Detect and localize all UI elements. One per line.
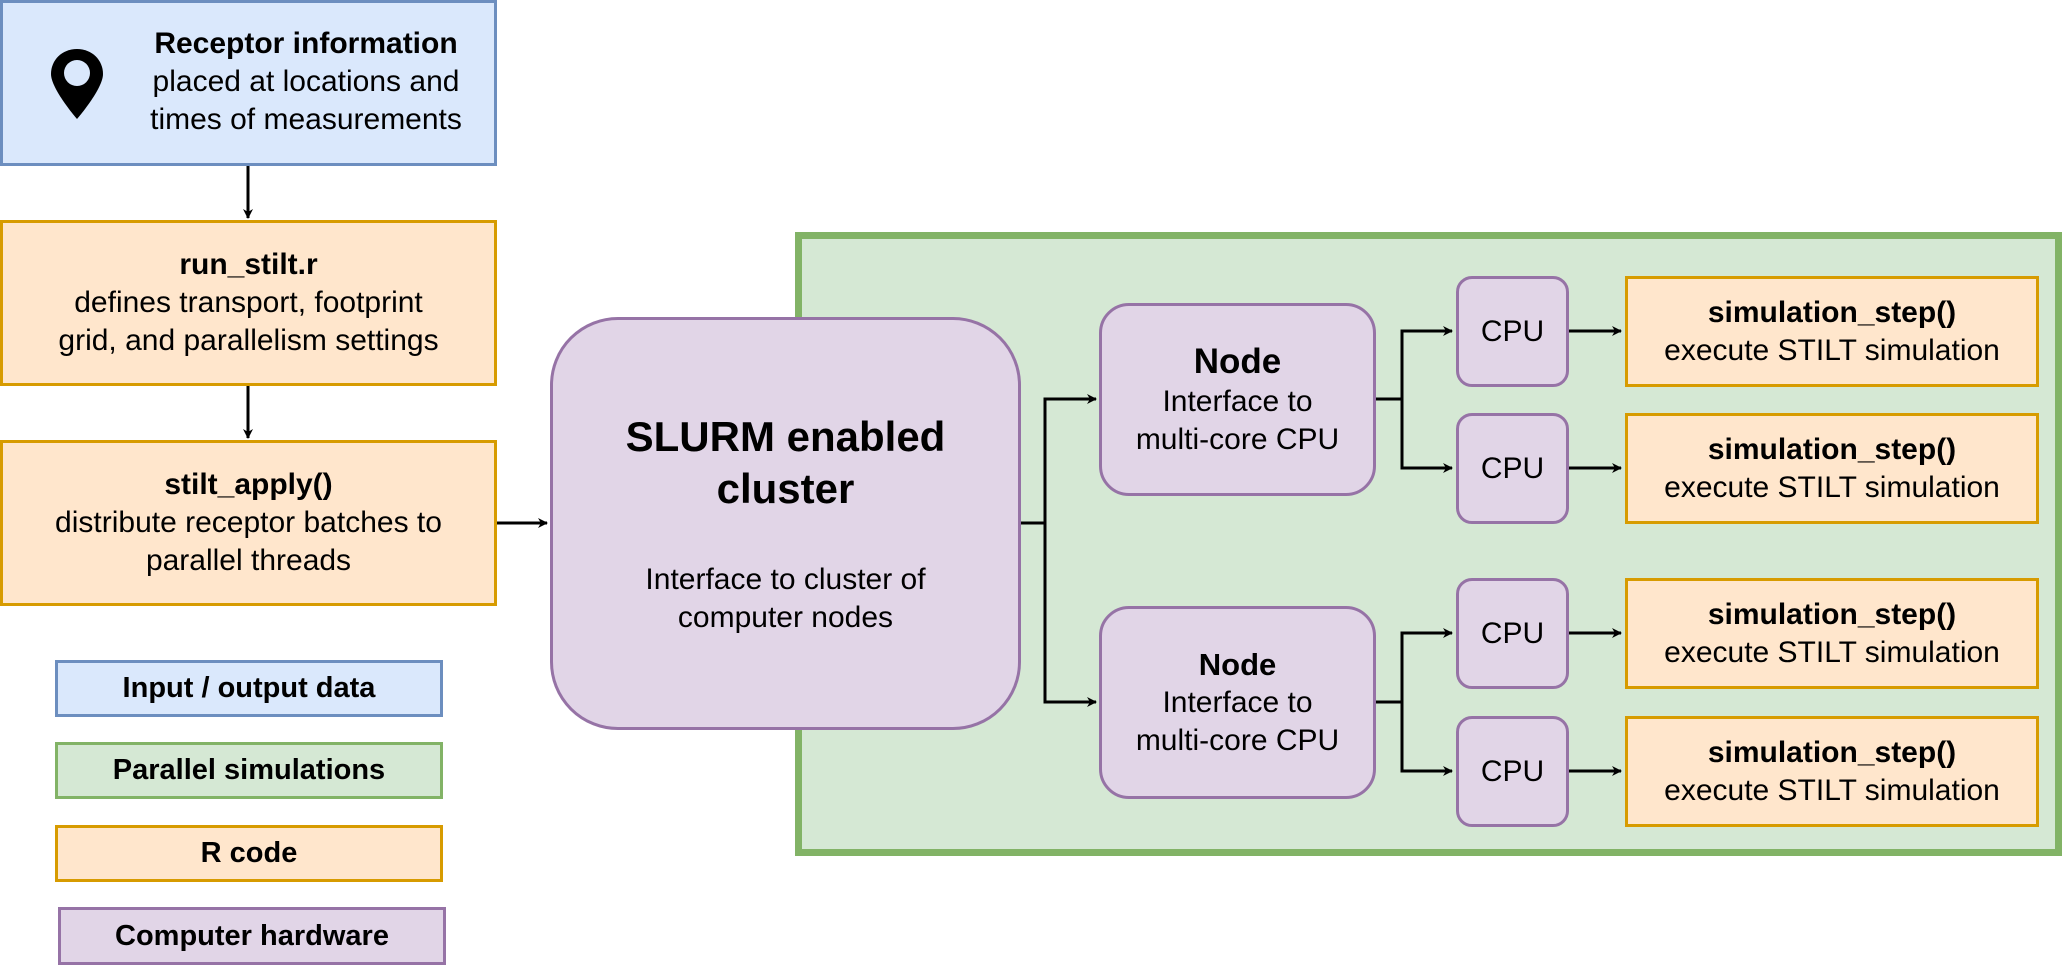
cpu-box: CPU bbox=[1456, 276, 1569, 387]
cluster-desc-line1: Interface to cluster of bbox=[645, 562, 926, 596]
cluster-desc-line2: computer nodes bbox=[677, 600, 894, 634]
node-desc-line1: Interface to bbox=[1162, 685, 1313, 719]
arrow-cluster-to-node2 bbox=[1043, 523, 1097, 707]
cpu-box: CPU bbox=[1456, 413, 1569, 524]
legend-computer-hardware: Computer hardware bbox=[58, 907, 446, 965]
node-box: Node Interface to multi-core CPU bbox=[1099, 606, 1376, 799]
run-stilt-desc-line1: defines transport, footprint bbox=[74, 286, 423, 319]
stilt-apply-title: stilt_apply() bbox=[164, 468, 333, 501]
slurm-cluster-box: SLURM enabled cluster Interface to clust… bbox=[550, 317, 1021, 730]
arrow-node1-to-cpu2 bbox=[1400, 399, 1453, 473]
run-stilt-title: run_stilt.r bbox=[179, 248, 318, 281]
stilt-apply-desc-line1: distribute receptor batches to bbox=[55, 506, 442, 539]
run-stilt-desc-line2: grid, and parallelism settings bbox=[58, 324, 439, 357]
legend-r-code: R code bbox=[55, 825, 443, 882]
receptor-desc-line2: times of measurements bbox=[150, 103, 462, 136]
simulation-step-desc: execute STILT simulation bbox=[1664, 635, 2000, 669]
node-box: Node Interface to multi-core CPU bbox=[1099, 303, 1376, 496]
simulation-step-desc: execute STILT simulation bbox=[1664, 333, 2000, 367]
cluster-title-line2: cluster bbox=[716, 464, 855, 512]
arrow-node1-to-cpu1 bbox=[1375, 326, 1453, 401]
node-desc-line1: Interface to bbox=[1162, 384, 1313, 418]
simulation-step-title: simulation_step() bbox=[1707, 432, 1957, 466]
map-pin-icon bbox=[49, 47, 105, 121]
stilt-apply-desc-line2: parallel threads bbox=[145, 544, 352, 577]
receptor-desc-line1: placed at locations and bbox=[152, 65, 460, 98]
simulation-step-title: simulation_step() bbox=[1707, 735, 1957, 769]
legend-parallel-simulations: Parallel simulations bbox=[55, 742, 443, 799]
node-desc-line2: multi-core CPU bbox=[1135, 422, 1340, 456]
receptor-information-box: Receptor information placed at locations… bbox=[0, 0, 497, 166]
simulation-step-box: simulation_step() execute STILT simulati… bbox=[1625, 276, 2039, 387]
arrow-cluster-to-node1 bbox=[1021, 394, 1097, 525]
cluster-title-line1: SLURM enabled bbox=[625, 412, 946, 460]
simulation-step-desc: execute STILT simulation bbox=[1664, 470, 2000, 504]
node-title: Node bbox=[1193, 341, 1282, 381]
simulation-step-title: simulation_step() bbox=[1707, 597, 1957, 631]
stilt-apply-box: stilt_apply() distribute receptor batche… bbox=[0, 440, 497, 606]
legend-input-output: Input / output data bbox=[55, 660, 443, 717]
simulation-step-box: simulation_step() execute STILT simulati… bbox=[1625, 716, 2039, 827]
simulation-step-title: simulation_step() bbox=[1707, 295, 1957, 329]
cpu-box: CPU bbox=[1456, 716, 1569, 827]
simulation-step-box: simulation_step() execute STILT simulati… bbox=[1625, 413, 2039, 524]
node-title: Node bbox=[1198, 646, 1277, 682]
arrow-node2-to-cpu4 bbox=[1400, 702, 1453, 776]
cpu-box: CPU bbox=[1456, 578, 1569, 689]
node-desc-line2: multi-core CPU bbox=[1135, 723, 1340, 757]
receptor-title: Receptor information bbox=[154, 27, 458, 60]
run-stilt-box: run_stilt.r defines transport, footprint… bbox=[0, 220, 497, 386]
arrow-node2-to-cpu3 bbox=[1375, 628, 1453, 704]
simulation-step-desc: execute STILT simulation bbox=[1664, 773, 2000, 807]
simulation-step-box: simulation_step() execute STILT simulati… bbox=[1625, 578, 2039, 689]
